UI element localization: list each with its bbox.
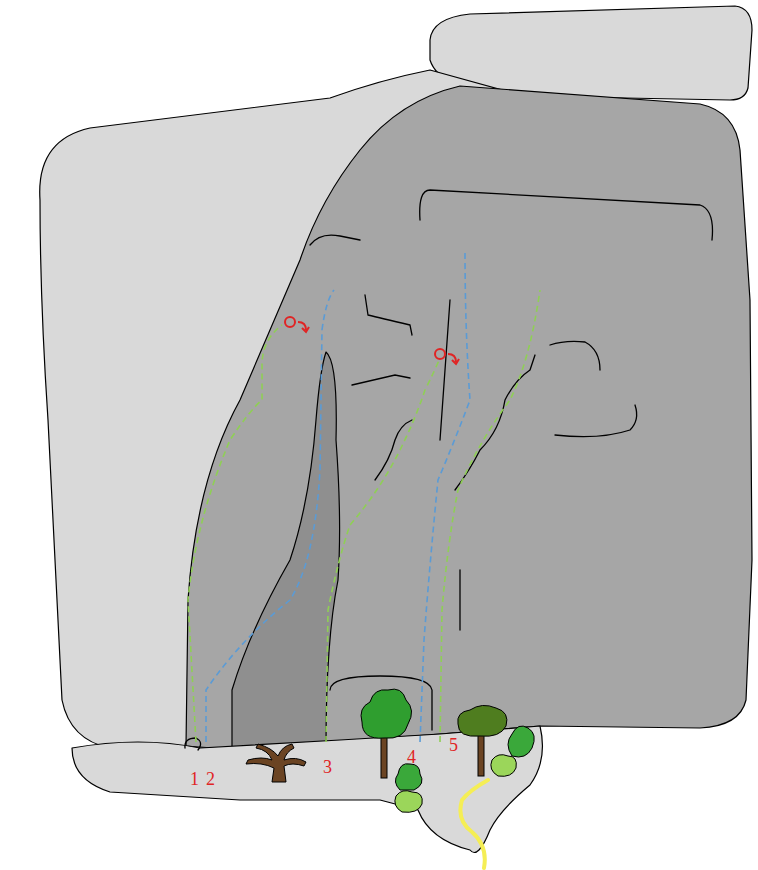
callout-number: 3 (323, 758, 332, 776)
callout-number: 4 (407, 748, 416, 766)
chimney (232, 352, 340, 750)
callout-number: 5 (449, 736, 458, 754)
rock-features (185, 190, 713, 750)
trees (361, 689, 534, 812)
rock (40, 6, 752, 853)
lower-off-bolts (285, 317, 459, 364)
main-rock (186, 86, 752, 750)
dead-tree (246, 744, 306, 782)
routes (188, 250, 540, 742)
callout-number: 2 (206, 770, 215, 788)
approach-path (460, 780, 488, 868)
callout-number: 1 (190, 770, 199, 788)
